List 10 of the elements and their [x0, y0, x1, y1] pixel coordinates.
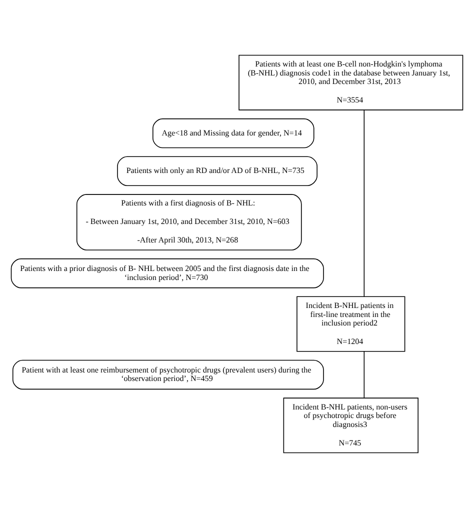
- node-box: Incident B-NHL patients in first-line treatment in the inclusion period2 N=1204: [296, 296, 406, 352]
- connector: [364, 109, 365, 296]
- node-box: Patients with a prior diagnosis of B- NHL between 2005 and the first diagnosis date in the ‘inclusion period’, N=730: [10, 258, 324, 288]
- node-box: Patients with at least one B-cell non-Hodgkin's lymphoma (B-NHL) diagnosis code1 in the database between January 1st, 2010, and December 31st, 2013 N=3554: [238, 54, 464, 110]
- node-box: Patients with a first diagnosis of B- NHL: - Between January 1st, 2010, and December 31st, 2010, N=603 -After April 30th, 2013, N=268: [76, 194, 302, 250]
- node-box: Patient with at least one reimbursement of psychotropic drugs (prevalent users) during the ‘observation period’, N=459: [12, 359, 324, 390]
- connector: [364, 350, 365, 398]
- node-box: Incident B-NHL patients, non-users of psychotropic drugs before diagnosis3 N=745: [283, 397, 418, 453]
- node-box: Patients with only an RD and/or AD of B-NHL, N=735: [117, 156, 318, 186]
- node-box: Age<18 and Missing data for gender, N=14: [152, 118, 314, 148]
